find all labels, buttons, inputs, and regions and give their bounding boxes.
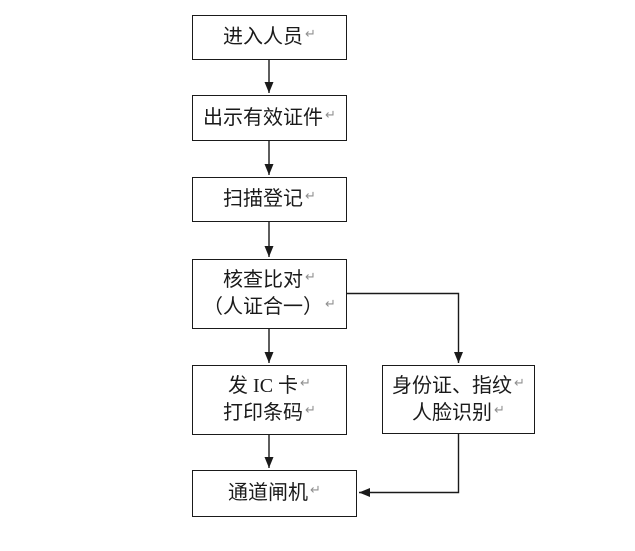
return-mark-icon: ↵ bbox=[300, 376, 311, 391]
node-label: 进入人员 ↵ bbox=[223, 24, 316, 51]
node-issue-ic-card: 发 IC 卡 ↵ 打印条码 ↵ bbox=[192, 365, 347, 435]
node-text: 身份证、指纹 bbox=[392, 374, 513, 397]
node-label: 通道闸机 ↵ bbox=[228, 480, 321, 507]
node-label: 核查比对 ↵ bbox=[223, 267, 316, 294]
node-enter-personnel: 进入人员 ↵ bbox=[192, 15, 347, 60]
node-channel-gate: 通道闸机 ↵ bbox=[192, 470, 357, 517]
arrow-biometric-to-gate bbox=[359, 434, 460, 497]
return-mark-icon: ↵ bbox=[325, 297, 336, 312]
return-mark-icon: ↵ bbox=[305, 403, 316, 418]
return-mark-icon: ↵ bbox=[305, 189, 316, 204]
node-label: 身份证、指纹 ↵ bbox=[392, 373, 525, 400]
node-label: 扫描登记 ↵ bbox=[223, 186, 316, 213]
node-text: 人脸识别 bbox=[412, 401, 493, 424]
arrow-verify-to-biometric bbox=[347, 292, 463, 363]
node-text: 核查比对 bbox=[223, 269, 304, 291]
node-text: 发 IC 卡 bbox=[228, 375, 299, 397]
node-text: 通道闸机 bbox=[228, 482, 309, 504]
node-label: 打印条码 ↵ bbox=[223, 400, 316, 427]
node-label: 发 IC 卡 ↵ bbox=[228, 373, 311, 400]
node-text: （人证合一） bbox=[203, 296, 324, 318]
node-label: 出示有效证件 ↵ bbox=[203, 105, 336, 132]
node-scan-register: 扫描登记 ↵ bbox=[192, 177, 347, 222]
node-label: （人证合一） ↵ bbox=[203, 294, 336, 321]
return-mark-icon: ↵ bbox=[305, 270, 316, 285]
node-text: 打印条码 bbox=[223, 402, 304, 424]
return-mark-icon: ↵ bbox=[310, 483, 321, 498]
return-mark-icon: ↵ bbox=[494, 402, 505, 418]
node-id-fingerprint-face: 身份证、指纹 ↵ 人脸识别 ↵ bbox=[382, 365, 535, 434]
return-mark-icon: ↵ bbox=[305, 27, 316, 42]
return-mark-icon: ↵ bbox=[325, 107, 336, 123]
node-label: 人脸识别 ↵ bbox=[412, 400, 505, 427]
node-text: 出示有效证件 bbox=[203, 106, 324, 129]
node-text: 扫描登记 bbox=[223, 188, 304, 210]
node-text: 进入人员 bbox=[223, 26, 304, 48]
node-show-valid-id: 出示有效证件 ↵ bbox=[192, 95, 347, 141]
node-verify-compare: 核查比对 ↵ （人证合一） ↵ bbox=[192, 259, 347, 329]
return-mark-icon: ↵ bbox=[514, 375, 525, 391]
